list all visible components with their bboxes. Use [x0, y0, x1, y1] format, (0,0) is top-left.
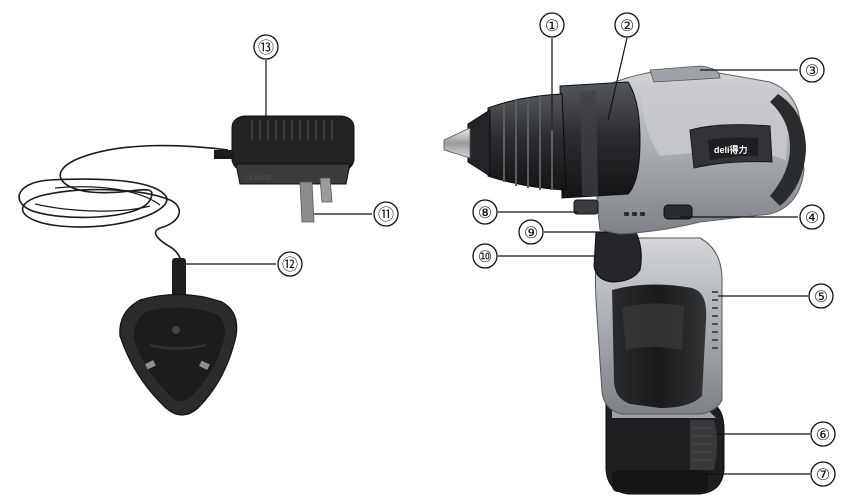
callout-label: ⑦ [816, 465, 830, 484]
power-adapter: LEXPIRE [214, 115, 355, 223]
callout-4: ④ [799, 204, 825, 230]
keyless-chuck [443, 93, 567, 191]
callout-label: ② [620, 16, 634, 35]
charger-cable [18, 144, 229, 269]
cordless-drill: deli得力 [443, 65, 806, 495]
callout-7: ⑦ [810, 461, 836, 487]
charger-base [119, 258, 238, 416]
trigger [593, 231, 642, 283]
plug-prongs [299, 177, 333, 223]
callout-label: ⑥ [816, 425, 830, 444]
callout-label: ⑩ [478, 247, 492, 266]
leader-lines [186, 37, 810, 475]
callout-10: ⑩ [472, 243, 498, 269]
callout-2: ② [614, 12, 640, 38]
callout-12: ⑫ [277, 251, 303, 277]
charger-assembly: LEXPIRE [18, 115, 355, 416]
callout-13: ⑬ [253, 34, 279, 60]
callout-label: ① [545, 16, 559, 35]
callout-label: ⑧ [478, 203, 492, 222]
callout-1: ① [539, 12, 565, 38]
battery-pack [605, 401, 725, 495]
callout-5: ⑤ [808, 283, 834, 309]
led-indicator [624, 212, 645, 216]
callout-8: ⑧ [472, 199, 498, 225]
adapter-stamp-text: LEXPIRE [246, 176, 271, 182]
drill-handle [595, 237, 723, 415]
callout-label: ⑬ [258, 38, 274, 57]
callout-6: ⑥ [810, 421, 836, 447]
callout-label: ⑪ [378, 205, 394, 224]
brand-logo: deli得力 [714, 144, 748, 155]
work-light [573, 199, 599, 215]
callout-label: ⑤ [814, 287, 828, 306]
callout-label: ⑨ [524, 223, 538, 242]
drill-body: deli得力 [559, 65, 806, 235]
callout-3: ③ [799, 57, 825, 83]
callout-label: ③ [805, 61, 819, 80]
callout-11: ⑪ [373, 201, 399, 227]
direction-switch [663, 204, 693, 220]
callout-9: ⑨ [518, 219, 544, 245]
callout-label: ④ [805, 208, 819, 227]
callout-label: ⑫ [282, 255, 298, 274]
